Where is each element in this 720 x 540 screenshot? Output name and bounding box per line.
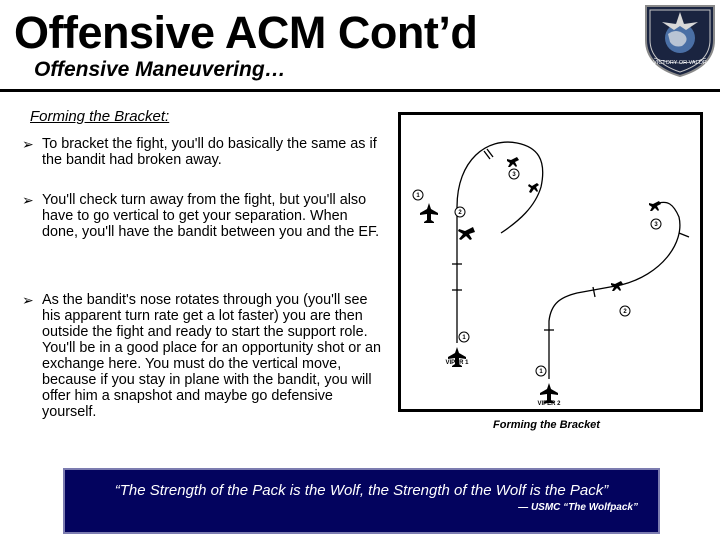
marker-label: 1 xyxy=(462,335,466,341)
arrowhead-bullet-icon: ➢ xyxy=(22,292,34,308)
aircraft-icon xyxy=(611,281,623,291)
marker-label: 2 xyxy=(458,210,462,216)
path-tick-marks xyxy=(452,148,690,331)
title-divider xyxy=(0,89,720,92)
aircraft-icon xyxy=(448,347,466,367)
bullet-item: ➢ You'll check turn away from the fight,… xyxy=(22,192,387,240)
viper2-flight-path xyxy=(548,201,681,379)
arrowhead-bullet-icon: ➢ xyxy=(22,192,34,208)
bracket-diagram: 1 2 3 1 2 3 1 VIPER 1 VIPER 2 xyxy=(398,112,703,412)
bullet-text: You'll check turn away from the fight, b… xyxy=(42,192,380,240)
squadron-emblem-icon: VICTORY OR VALOR xyxy=(640,0,720,80)
bullet-text: As the bandit's nose rotates through you… xyxy=(42,292,382,420)
marker-label: 3 xyxy=(654,222,658,228)
marker-label: 3 xyxy=(512,172,516,178)
slide-title: Offensive ACM Cont’d xyxy=(14,7,478,58)
aircraft-icon xyxy=(507,157,519,167)
aircraft-icon xyxy=(458,227,475,240)
arrowhead-bullet-icon: ➢ xyxy=(22,136,34,152)
marker-label: 1 xyxy=(416,193,420,199)
aircraft-icon xyxy=(649,201,661,211)
section-heading: Forming the Bracket: xyxy=(30,108,170,125)
bullet-item: ➢ To bracket the fight, you'll do basica… xyxy=(22,136,387,168)
marker-label: 1 xyxy=(539,369,543,375)
quote-banner: “The Strength of the Pack is the Wolf, t… xyxy=(63,468,660,534)
marker-label: 2 xyxy=(623,309,627,315)
viper2-label: VIPER 2 xyxy=(537,401,561,407)
aircraft-icon xyxy=(540,383,558,403)
quote-attribution: — USMC “The Wolfpack” xyxy=(518,502,638,513)
viper1-label: VIPER 1 xyxy=(445,360,469,366)
slide-subtitle: Offensive Maneuvering… xyxy=(34,58,286,81)
aircraft-icon xyxy=(528,183,539,193)
viper1-flight-path xyxy=(456,141,544,343)
bullet-text: To bracket the fight, you'll do basicall… xyxy=(42,136,377,168)
quote-text: “The Strength of the Pack is the Wolf, t… xyxy=(114,482,609,499)
emblem-text: VICTORY OR VALOR xyxy=(653,60,707,66)
figure-caption: Forming the Bracket xyxy=(493,419,600,431)
bullet-item: ➢ As the bandit's nose rotates through y… xyxy=(22,292,387,420)
aircraft-icon xyxy=(420,203,438,223)
